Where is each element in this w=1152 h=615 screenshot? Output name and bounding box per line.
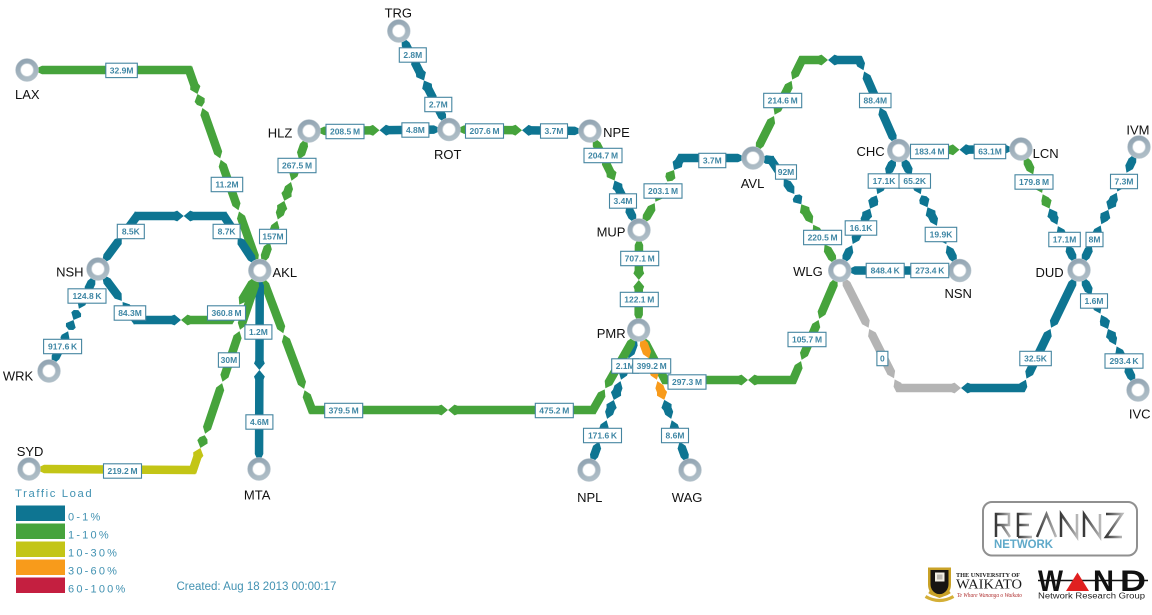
svg-text:IVC: IVC [1129, 406, 1151, 421]
svg-text:2.1M: 2.1M [616, 361, 635, 371]
svg-text:214.6 M: 214.6 M [768, 96, 798, 106]
svg-text:NPL: NPL [577, 490, 602, 505]
svg-text:NSH: NSH [56, 264, 83, 279]
svg-text:DUD: DUD [1036, 265, 1064, 280]
svg-text:360.8 M: 360.8 M [211, 308, 241, 318]
svg-text:0-1%: 0-1% [68, 512, 102, 524]
svg-text:16.1K: 16.1K [850, 223, 874, 233]
svg-text:220.5 M: 220.5 M [808, 233, 838, 243]
svg-text:183.4 M: 183.4 M [914, 147, 944, 157]
svg-text:122.1 M: 122.1 M [624, 295, 654, 305]
svg-text:WAIKATO: WAIKATO [956, 577, 1022, 592]
svg-text:30-60%: 30-60% [68, 566, 119, 578]
svg-text:19.9K: 19.9K [930, 230, 954, 240]
svg-text:297.3 M: 297.3 M [672, 377, 702, 387]
svg-text:W: W [1038, 565, 1064, 598]
svg-text:TRG: TRG [385, 5, 412, 20]
svg-text:267.5 M: 267.5 M [282, 161, 312, 171]
svg-text:MTA: MTA [244, 487, 271, 502]
svg-text:207.6 M: 207.6 M [469, 126, 499, 136]
svg-text:179.8 M: 179.8 M [1019, 177, 1049, 187]
svg-text:8M: 8M [1089, 235, 1101, 245]
svg-text:7.3M: 7.3M [1115, 177, 1134, 187]
svg-text:707.1 M: 707.1 M [625, 254, 655, 264]
svg-text:203.1 M: 203.1 M [648, 186, 678, 196]
svg-text:105.7 M: 105.7 M [792, 335, 822, 345]
svg-text:AVL: AVL [741, 176, 765, 191]
svg-text:IVM: IVM [1126, 123, 1149, 138]
svg-text:379.5 M: 379.5 M [329, 406, 359, 416]
svg-text:Network Research Group: Network Research Group [1038, 592, 1146, 601]
svg-text:HLZ: HLZ [268, 126, 293, 141]
svg-text:63.1M: 63.1M [978, 147, 1002, 157]
svg-text:32.5K: 32.5K [1024, 354, 1048, 364]
svg-text:WLG: WLG [793, 264, 823, 279]
svg-text:Created: Aug 18 2013 00:00:17: Created: Aug 18 2013 00:00:17 [177, 581, 337, 593]
svg-text:LAX: LAX [15, 87, 40, 102]
svg-text:1-10%: 1-10% [68, 530, 111, 542]
svg-text:Traffic Load: Traffic Load [15, 488, 93, 500]
svg-text:WRK: WRK [3, 368, 34, 383]
svg-text:171.6 K: 171.6 K [588, 431, 618, 441]
svg-text:1.6M: 1.6M [1085, 296, 1104, 306]
svg-text:MUP: MUP [597, 224, 626, 239]
svg-text:NPE: NPE [603, 125, 630, 140]
svg-text:2.7M: 2.7M [429, 100, 448, 110]
svg-text:17.1M: 17.1M [1053, 235, 1077, 245]
svg-text:D: D [1120, 565, 1146, 598]
svg-text:60-100%: 60-100% [68, 584, 127, 596]
svg-text:AKL: AKL [273, 265, 298, 280]
svg-text:92M: 92M [778, 167, 795, 177]
svg-text:N: N [1093, 565, 1114, 598]
svg-text:8.6M: 8.6M [666, 431, 685, 441]
svg-text:4.6M: 4.6M [250, 417, 269, 427]
svg-text:399.2 M: 399.2 M [637, 361, 667, 371]
svg-text:208.5 M: 208.5 M [330, 127, 360, 137]
svg-text:3.4M: 3.4M [614, 196, 633, 206]
svg-text:293.4 K: 293.4 K [1109, 356, 1139, 366]
svg-text:ROT: ROT [434, 147, 462, 162]
svg-text:PMR: PMR [597, 326, 626, 341]
svg-text:848.4 K: 848.4 K [871, 266, 901, 276]
svg-text:Te Whare Wananga o Waikato: Te Whare Wananga o Waikato [957, 593, 1022, 599]
svg-text:88.4M: 88.4M [863, 96, 887, 106]
svg-text:LCN: LCN [1033, 146, 1059, 161]
svg-text:THE UNIVERSITY OF: THE UNIVERSITY OF [956, 572, 1020, 579]
svg-text:10-30%: 10-30% [68, 548, 119, 560]
svg-text:SYD: SYD [17, 444, 44, 459]
svg-text:219.2 M: 219.2 M [107, 466, 137, 476]
svg-text:273.4 K: 273.4 K [915, 266, 945, 276]
svg-text:17.1K: 17.1K [873, 176, 897, 186]
svg-text:84.3M: 84.3M [118, 308, 142, 318]
svg-text:CHC: CHC [857, 144, 885, 159]
svg-text:124.8 K: 124.8 K [72, 291, 102, 301]
svg-text:3.7M: 3.7M [703, 156, 722, 166]
svg-text:8.7K: 8.7K [218, 227, 237, 237]
svg-text:11.2M: 11.2M [215, 180, 238, 190]
svg-text:NSN: NSN [945, 286, 972, 301]
svg-text:NETWORK: NETWORK [994, 537, 1053, 551]
svg-text:157M: 157M [262, 232, 283, 242]
svg-text:30M: 30M [221, 355, 238, 365]
svg-text:65.2K: 65.2K [903, 176, 927, 186]
svg-text:917.6 K: 917.6 K [48, 342, 78, 352]
svg-text:WAG: WAG [672, 490, 703, 505]
svg-text:2.8M: 2.8M [403, 50, 422, 60]
svg-text:8.5K: 8.5K [122, 227, 141, 237]
svg-text:1.2M: 1.2M [249, 327, 268, 337]
svg-text:204.7 M: 204.7 M [588, 151, 618, 161]
svg-text:32.9M: 32.9M [110, 65, 134, 75]
svg-text:4.8M: 4.8M [406, 125, 425, 135]
svg-text:3.7M: 3.7M [545, 126, 564, 136]
svg-text:475.2 M: 475.2 M [539, 406, 569, 416]
svg-text:0: 0 [880, 354, 885, 364]
